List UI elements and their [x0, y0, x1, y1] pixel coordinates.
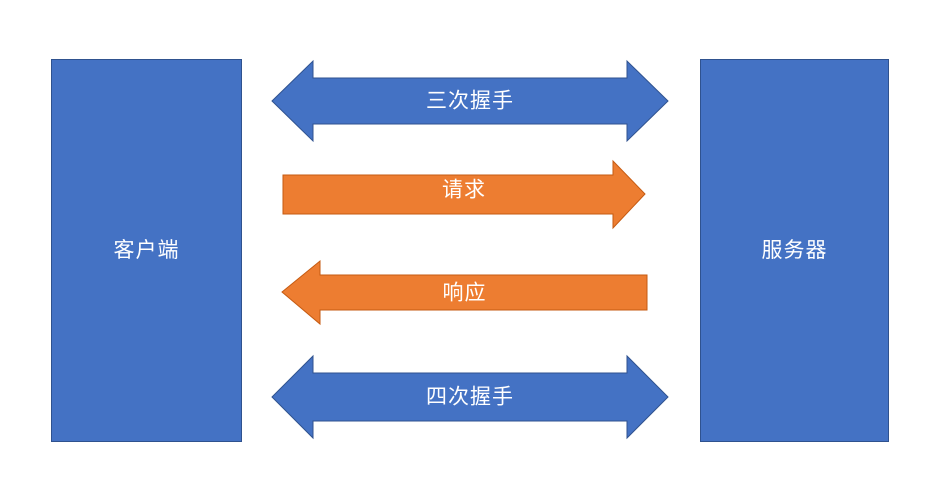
- node-client-label: 客户端: [113, 239, 180, 262]
- arrow-four-way-handshake[interactable]: 四次握手: [271, 354, 669, 440]
- arrow-request[interactable]: 请求: [282, 159, 646, 230]
- double-arrow-icon: [271, 59, 669, 143]
- arrow-left-icon: [281, 259, 648, 326]
- arrow-response[interactable]: 响应: [281, 259, 648, 326]
- arrow-right-icon: [282, 159, 646, 230]
- node-server-label: 服务器: [761, 239, 828, 262]
- arrow-three-way-handshake[interactable]: 三次握手: [271, 59, 669, 143]
- node-client[interactable]: 客户端: [51, 59, 242, 442]
- node-server[interactable]: 服务器: [700, 59, 889, 442]
- double-arrow-icon: [271, 354, 669, 440]
